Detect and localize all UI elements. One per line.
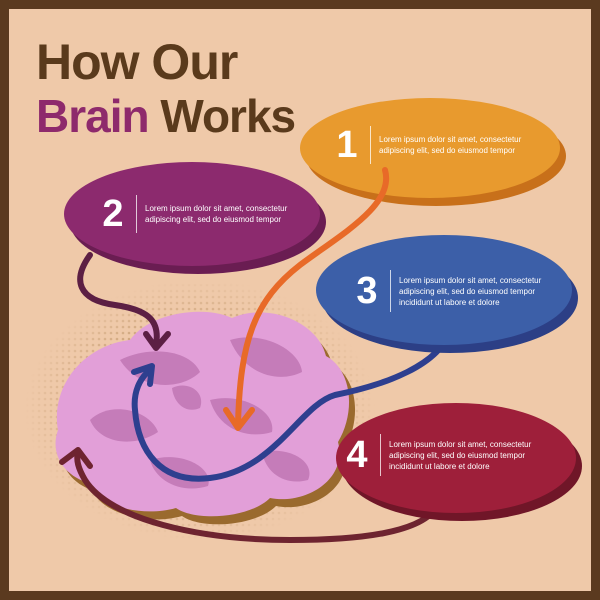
step-2-text-line: Lorem ipsum dolor sit amet, consectetur [145,204,288,213]
step-4-text-line: incididunt ut labore et dolore [389,461,490,471]
title-word-brain: Brain [36,90,150,142]
page-title-line1: How Our [36,34,238,90]
step-3-arrowhead [131,363,155,387]
title-word-works: Works [160,90,296,142]
step-4-text-line: Lorem ipsum dolor sit amet, consectetur [389,439,532,449]
step-4: 4 Lorem ipsum dolor sit amet, consectetu… [340,434,531,476]
step-1-arrow [235,167,390,428]
step-3-text-line: adipiscing elit, sed do eiusmod tempor [399,286,536,296]
step-2-text-line: adipiscing elit, sed do eiusmod tempor [145,215,282,224]
page-title-line2: Brain Works [36,90,296,142]
step-2-ellipse [64,162,326,274]
step-1-divider [370,126,371,164]
step-2-arrowhead [143,331,171,351]
step-2-text: Lorem ipsum dolor sit amet, consectetur … [145,203,287,225]
step-4-text: Lorem ipsum dolor sit amet, consectetur … [389,439,531,472]
step-4-arrow [74,449,443,543]
step-2: 2 Lorem ipsum dolor sit amet, consectetu… [96,193,287,235]
step-1-text: Lorem ipsum dolor sit amet, consectetur … [379,134,521,156]
step-2-arrow [77,252,160,348]
step-1-number: 1 [336,124,358,166]
step-2-divider [136,195,137,233]
step-4-text-line: adipiscing elit, sed do eiusmod tempor [389,450,526,460]
step-1-text-line: Lorem ipsum dolor sit amet, consectetur [379,135,522,144]
step-1-text-line: adipiscing elit, sed do eiusmod tempor [379,146,516,155]
step-4-divider [380,434,381,476]
step-3-number: 3 [356,270,378,312]
step-1-arrowhead [223,407,255,431]
step-2-number: 2 [102,193,124,235]
step-3-text-line: Lorem ipsum dolor sit amet, consectetur [399,275,542,285]
step-4-number: 4 [346,434,368,476]
step-3-divider [390,270,391,312]
step-4-arrowhead [59,447,93,469]
step-1: 1 Lorem ipsum dolor sit amet, consectetu… [330,124,521,166]
step-3-text-line: incididunt ut labore et dolore [399,297,500,307]
step-3-ellipse [316,235,578,353]
step-3-arrow [131,327,453,482]
step-4-ellipse [336,403,582,521]
step-1-ellipse [300,98,566,206]
step-3: 3 Lorem ipsum dolor sit amet, consectetu… [350,270,541,312]
step-3-text: Lorem ipsum dolor sit amet, consectetur … [399,275,541,308]
